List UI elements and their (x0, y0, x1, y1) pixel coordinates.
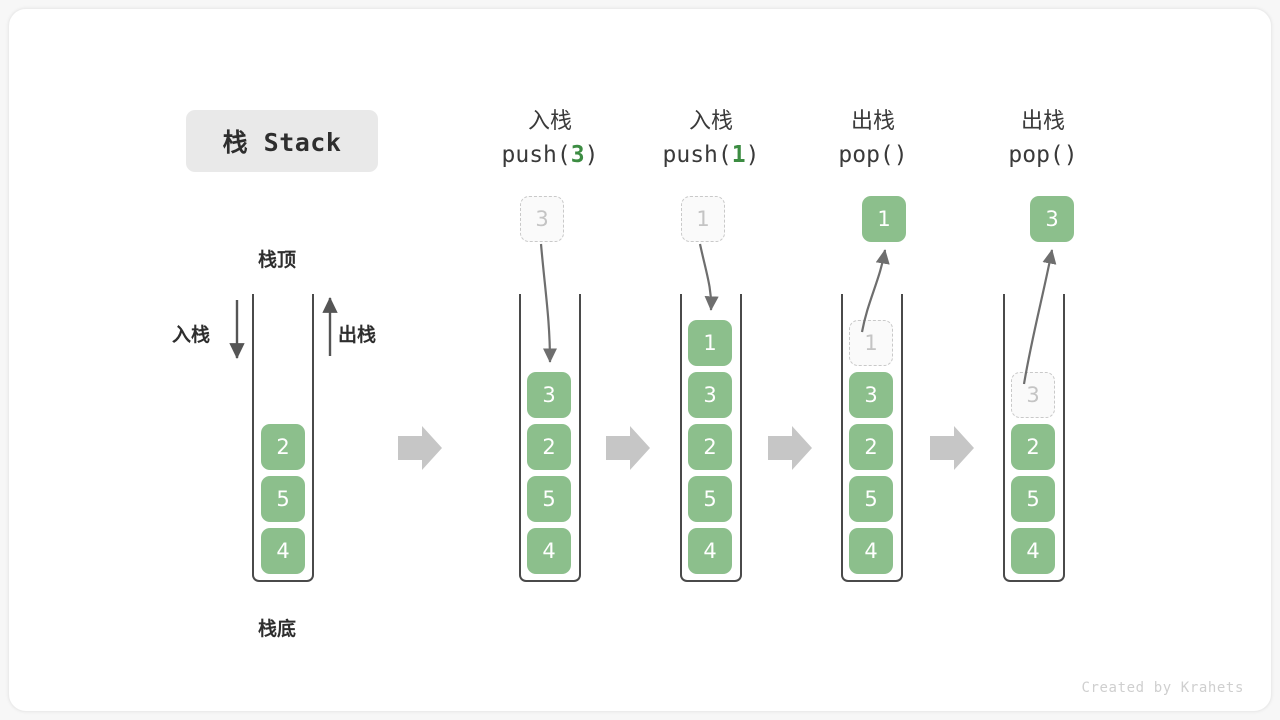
step-heading-code: push(3) (470, 138, 630, 172)
step-heading-push-1: 入栈 push(1) (631, 106, 791, 172)
code-arg: 1 (731, 142, 746, 168)
code-prefix: pop( (1008, 142, 1064, 168)
page-title: 栈 Stack (222, 128, 342, 157)
push-direction-label: 入栈 (172, 324, 211, 346)
title-chip: 栈 Stack (186, 110, 378, 172)
floating-cell-pop-1: 1 (862, 196, 906, 242)
step-heading-code: pop() (793, 138, 953, 172)
stack-cell: 5 (1011, 476, 1055, 522)
stack-cell: 4 (261, 528, 305, 574)
stack-cell: 2 (849, 424, 893, 470)
stack-container-push-1 (680, 294, 742, 582)
step-heading-cn: 入栈 (688, 109, 733, 134)
stack-container-pop-3 (1003, 294, 1065, 582)
stack-container-push-3 (519, 294, 581, 582)
stack-cell: 2 (261, 424, 305, 470)
floating-cell-pop-3: 3 (1030, 196, 1074, 242)
step-heading-code: push(1) (631, 138, 791, 172)
stack-cell: 4 (688, 528, 732, 574)
stack-top-label: 栈顶 (258, 249, 297, 271)
step-heading-code: pop() (963, 138, 1123, 172)
code-prefix: push( (662, 142, 732, 168)
code-prefix: push( (501, 142, 571, 168)
step-heading-cn: 入栈 (527, 109, 572, 134)
step-heading-pop-1: 出栈 pop() (793, 106, 953, 172)
stack-cell: 4 (527, 528, 571, 574)
stack-cell: 2 (688, 424, 732, 470)
floating-cell-push-1: 1 (681, 196, 725, 242)
stack-cell: 1 (688, 320, 732, 366)
step-heading-cn: 出栈 (1020, 109, 1065, 134)
stack-container-pop-1 (841, 294, 903, 582)
stack-cell: 5 (261, 476, 305, 522)
code-suffix: ) (745, 142, 760, 168)
code-arg: 3 (570, 142, 585, 168)
stack-cell: 2 (1011, 424, 1055, 470)
floating-cell-push-3: 3 (520, 196, 564, 242)
stack-container-initial (252, 294, 314, 582)
stack-cell: 4 (1011, 528, 1055, 574)
step-heading-pop-3: 出栈 pop() (963, 106, 1123, 172)
footer-credit: Created by Krahets (1081, 680, 1244, 696)
stack-cell-ghost: 3 (1011, 372, 1055, 418)
stack-cell: 5 (849, 476, 893, 522)
stack-cell: 4 (849, 528, 893, 574)
stack-cell: 3 (527, 372, 571, 418)
stack-cell: 5 (688, 476, 732, 522)
step-heading-push-3: 入栈 push(3) (470, 106, 630, 172)
stack-cell: 5 (527, 476, 571, 522)
code-prefix: pop( (838, 142, 894, 168)
stack-cell: 2 (527, 424, 571, 470)
stack-bottom-label: 栈底 (258, 618, 297, 640)
stack-cell: 3 (849, 372, 893, 418)
stack-cell: 3 (688, 372, 732, 418)
step-heading-cn: 出栈 (850, 109, 895, 134)
code-suffix: ) (893, 142, 908, 168)
stack-cell-ghost: 1 (849, 320, 893, 366)
code-suffix: ) (1063, 142, 1078, 168)
pop-direction-label: 出栈 (338, 324, 377, 346)
code-suffix: ) (584, 142, 599, 168)
